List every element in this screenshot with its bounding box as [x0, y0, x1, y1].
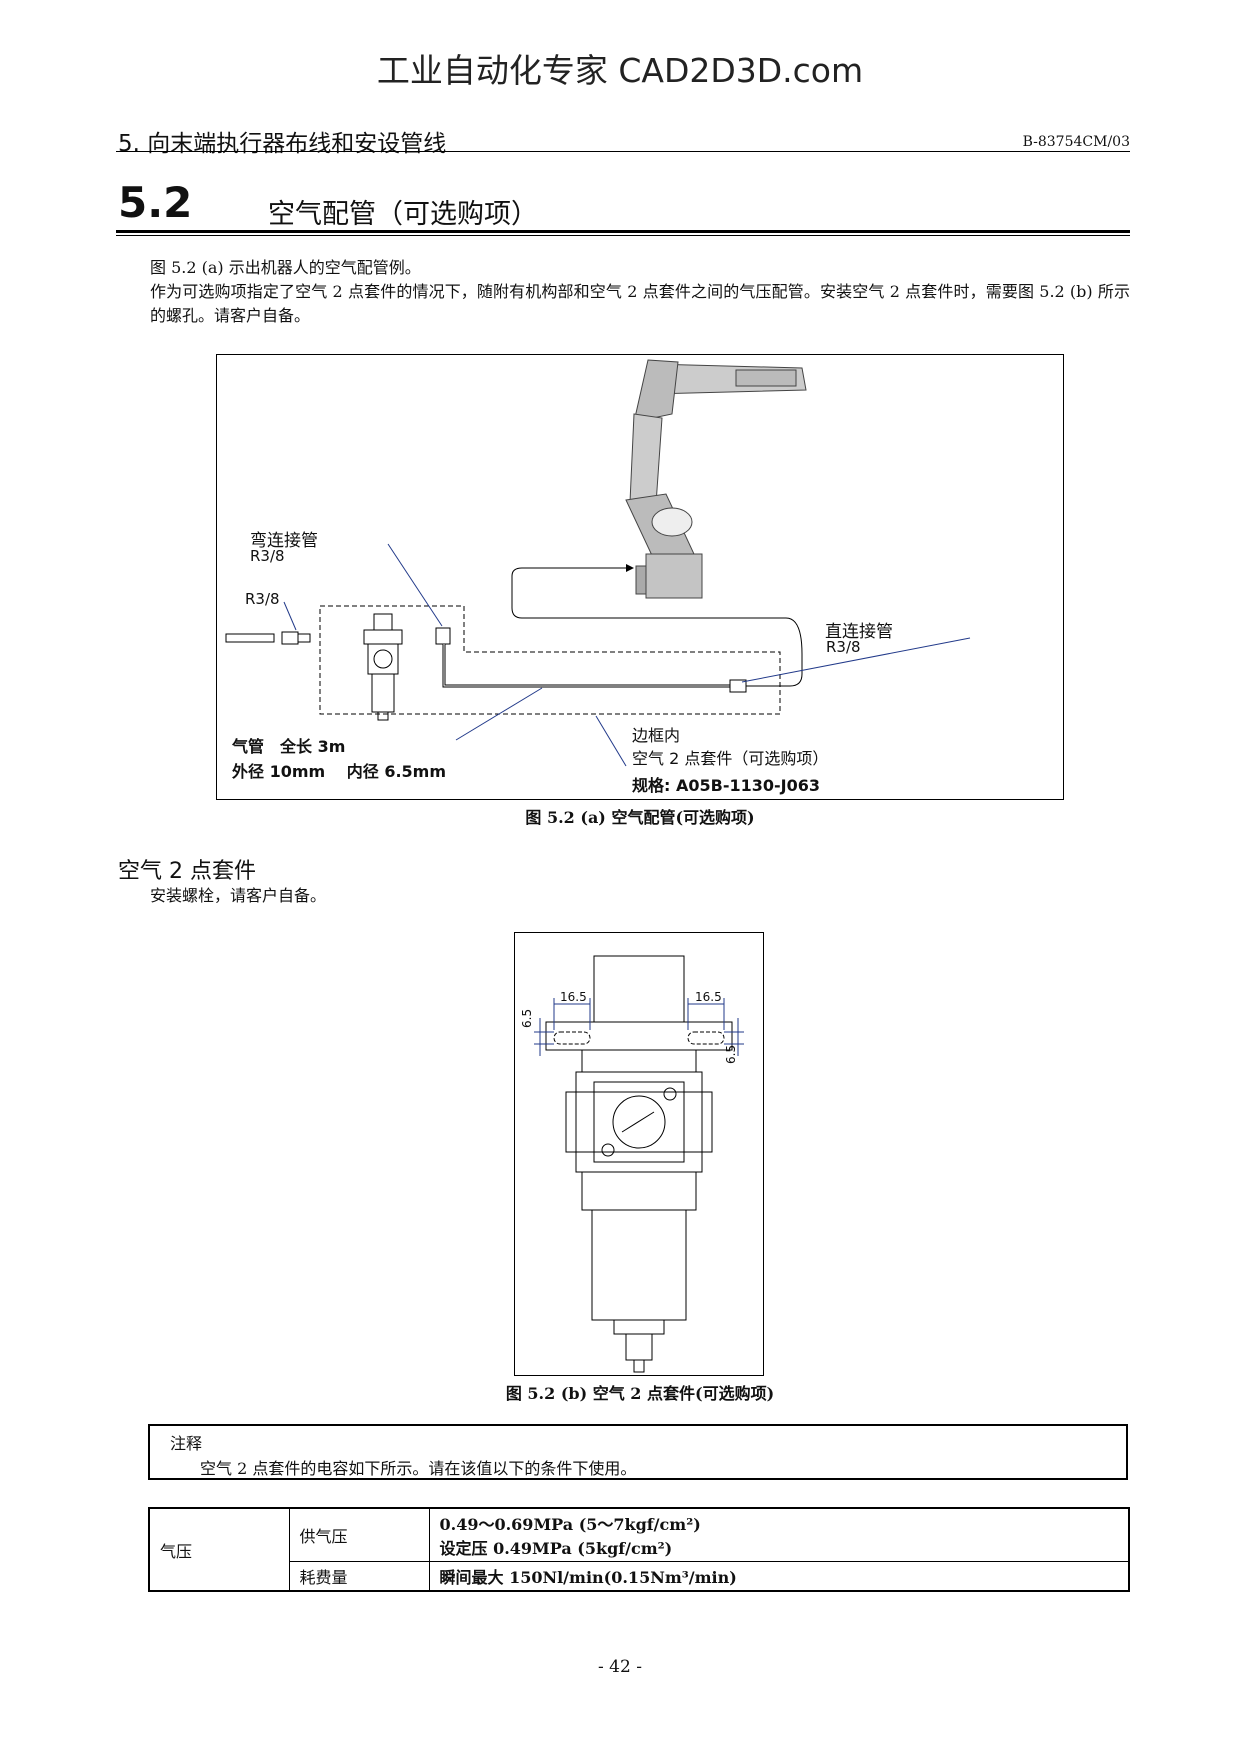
section-rule-thin [116, 235, 1130, 236]
note-title: 注释 [170, 1434, 203, 1453]
dim-right-height: 6.5 [724, 1044, 738, 1064]
table-item-cell: 供气压 [288, 1507, 430, 1562]
inlet-pipe [225, 633, 275, 643]
subsection-title: 空气 2 点套件 [118, 859, 256, 884]
watermark-text: 工业自动化专家 CAD2D3D.com [376, 51, 864, 90]
figure-a-caption: 图 5.2 (a) 空气配管(可选购项) [525, 808, 755, 827]
figure-a-diagram [216, 354, 1064, 800]
table-row: 耗费量 瞬间最大 150Nl/min(0.15Nm³/min) [149, 1561, 1130, 1592]
intro-paragraph-2: 作为可选购项指定了空气 2 点套件的情况下，随附有机构部和空气 2 点套件之间的… [150, 282, 1130, 325]
label-elbow-thread: R3/8 [250, 547, 285, 565]
table-group-cell: 气压 [148, 1507, 290, 1592]
figure-b-frame [514, 932, 764, 1376]
air-kit-outline [545, 955, 733, 1373]
intro-paragraph-1: 图 5.2 (a) 示出机器人的空气配管例。 [150, 258, 421, 277]
label-inlet-thread: R3/8 [245, 590, 280, 608]
dim-left-width: 16.5 [560, 990, 587, 1004]
table-row: 气压 供气压 0.49～0.69MPa (5～7kgf/cm²) 设定压 0.4… [148, 1507, 1130, 1592]
air-kit-unit [363, 613, 403, 721]
table-value-cell: 0.49～0.69MPa (5～7kgf/cm²) 设定压 0.49MPa (5… [428, 1507, 1130, 1562]
supply-pressure-range: 0.49～0.69MPa (5～7kgf/cm²) [439, 1515, 701, 1534]
dim-right-width: 16.5 [695, 990, 722, 1004]
label-hose-2: 外径 10mm 内径 6.5mm [232, 762, 447, 781]
page-number: - 42 - [598, 1657, 642, 1677]
note-text: 空气 2 点套件的电容如下所示。请在该值以下的条件下使用。 [200, 1459, 637, 1478]
section-number: 5.2 [118, 178, 193, 227]
subsection-text: 安装螺栓，请客户自备。 [150, 886, 327, 905]
header-rule [116, 151, 1130, 152]
mounting-slot-left [553, 1031, 591, 1045]
running-header-title: 5. 向末端执行器布线和安设管线 [118, 131, 447, 157]
leader-hose [455, 687, 543, 741]
set-pressure: 设定压 0.49MPa (5kgf/cm²) [439, 1539, 673, 1558]
label-hose-1: 气管 全长 3m [232, 737, 346, 756]
note-box [148, 1424, 1128, 1480]
leader-elbow [387, 543, 443, 627]
running-header-code: B-83754CM/03 [1022, 134, 1130, 150]
elbow-fitting [435, 627, 451, 645]
figure-a-frame [216, 354, 1064, 800]
figure-b-caption: 图 5.2 (b) 空气 2 点套件(可选购项) [505, 1384, 775, 1403]
label-frame-2: 空气 2 点套件（可选购项） [632, 749, 829, 768]
leader-inlet [283, 601, 297, 631]
label-straight: 直连接管 [825, 622, 893, 642]
inlet-nipple [297, 633, 311, 643]
figure-b-diagram [514, 932, 764, 1376]
inlet-fitting [281, 631, 299, 645]
table-value-cell: 瞬间最大 150Nl/min(0.15Nm³/min) [428, 1561, 1130, 1592]
dimension-lines [534, 998, 744, 1056]
table-item-cell: 耗费量 [288, 1561, 430, 1592]
section-title: 空气配管（可选购项） [268, 199, 538, 230]
air-hose [442, 644, 730, 688]
hose-route-line [511, 567, 803, 687]
label-frame-1: 边框内 [632, 726, 681, 745]
label-frame-3: 规格: A05B-1130-J063 [632, 776, 820, 795]
kit-boundary-dashed [319, 605, 781, 715]
spec-table: 气压 供气压 0.49～0.69MPa (5～7kgf/cm²) 设定压 0.4… [148, 1507, 1130, 1592]
mounting-slot-right [687, 1031, 725, 1045]
robot-arm-illustration [625, 359, 807, 599]
leader-straight [741, 637, 971, 683]
label-straight-thread: R3/8 [826, 638, 861, 656]
leader-frame [595, 715, 627, 767]
section-rule-thick [116, 230, 1130, 233]
label-elbow: 弯连接管 [250, 531, 318, 551]
dim-left-height: 6.5 [520, 1008, 534, 1028]
